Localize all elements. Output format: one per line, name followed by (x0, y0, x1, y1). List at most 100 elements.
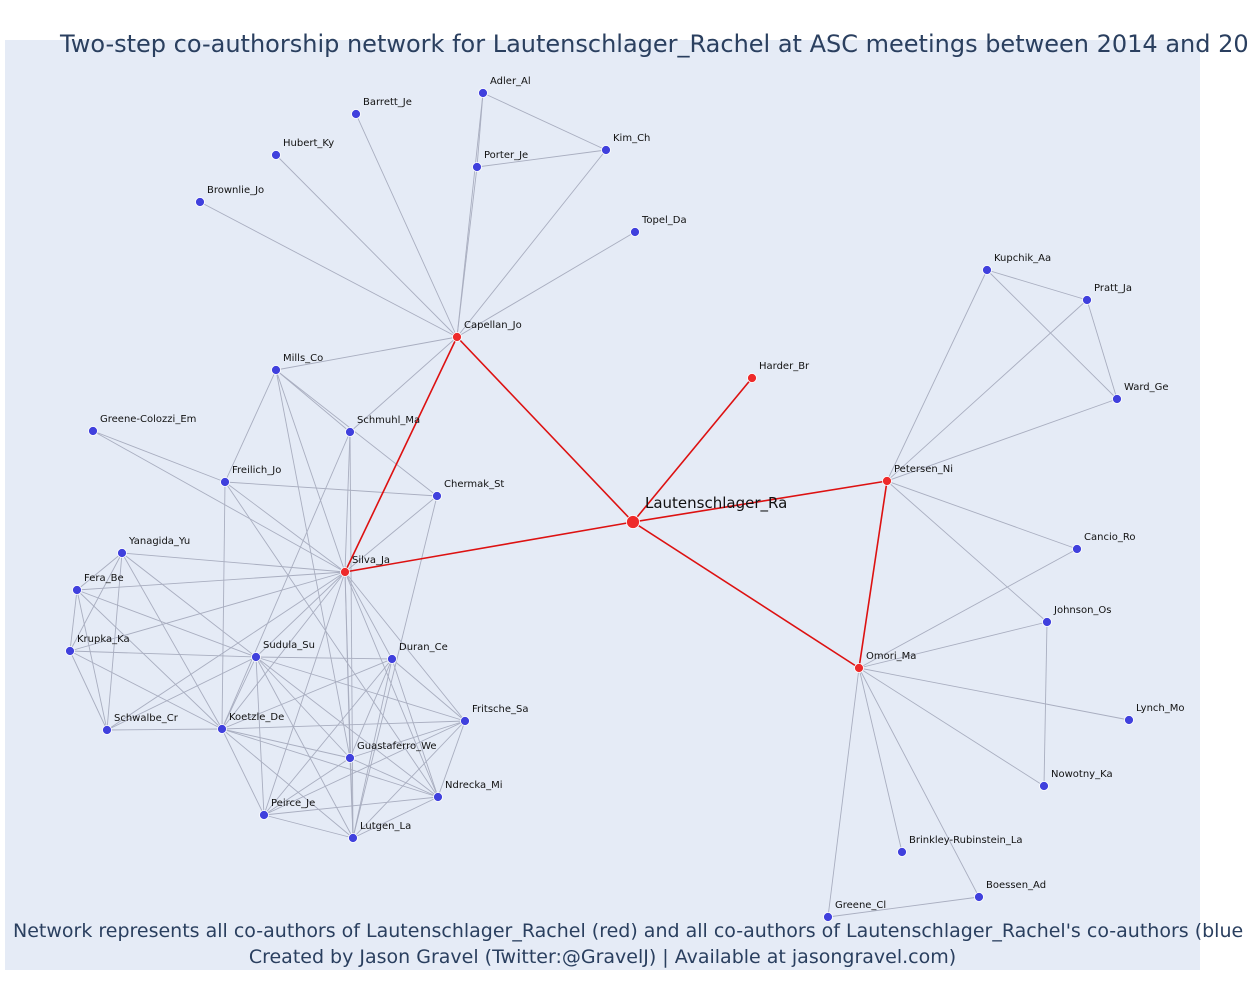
node-Kupchik_Aa[interactable] (982, 265, 992, 275)
edge-Capellan_Jo-Silva_Ja (344, 336, 458, 573)
node-Pratt_Ja[interactable] (1082, 295, 1092, 305)
edge-Silva_Ja-Duran_Ce (344, 571, 393, 660)
node-Hubert_Ky[interactable] (271, 150, 281, 160)
edge-Omori_Ma-Johnson_Os (858, 621, 1048, 669)
node-Johnson_Os[interactable] (1042, 617, 1052, 627)
node-Harder_Br[interactable] (747, 373, 757, 383)
node-Capellan_Jo[interactable] (452, 332, 462, 342)
edge-Silva_Ja-Ndrecka_Mi (344, 571, 439, 798)
edge-Kupchik_Aa-Ward_Ge (986, 269, 1118, 400)
label-Ndrecka_Mi: Ndrecka_Mi (445, 780, 503, 791)
network-graph: Lautenschlager_RaCapellan_JoHarder_BrPet… (65, 76, 1185, 922)
label-Kupchik_Aa: Kupchik_Aa (994, 253, 1051, 264)
node-Kim_Ch[interactable] (601, 145, 611, 155)
edge-Capellan_Jo-Hubert_Ky (275, 154, 458, 338)
label-Harder_Br: Harder_Br (759, 361, 810, 372)
edge-Guastaferro_We-Peirce_Je (263, 757, 351, 816)
node-Peirce_Je[interactable] (259, 810, 269, 820)
plot-area (5, 40, 1200, 970)
edge-Lautenschlager_Ra-Harder_Br (632, 377, 753, 523)
label-Porter_Je: Porter_Je (484, 150, 528, 161)
label-Barrett_Je: Barrett_Je (363, 97, 412, 108)
edge-Lautenschlager_Ra-Petersen_Ni (632, 480, 888, 523)
edge-Greene_Cl-Boessen_Ad (827, 896, 980, 918)
edge-Porter_Je-Kim_Ch (476, 149, 607, 168)
node-Guastaferro_We[interactable] (345, 753, 355, 763)
node-Koetzle_De[interactable] (217, 724, 227, 734)
edge-Fritsche_Sa-Lutgen_La (352, 720, 466, 839)
node-Schwalbe_Cr[interactable] (102, 725, 112, 735)
edge-Petersen_Ni-Johnson_Os (886, 480, 1048, 623)
node-Freilich_Jo[interactable] (220, 477, 230, 487)
node-Ward_Ge[interactable] (1112, 394, 1122, 404)
edge-Krupka_Ka-Koetzle_De (69, 650, 223, 730)
edge-Lautenschlager_Ra-Silva_Ja (344, 521, 634, 573)
edge-Schmuhl_Ma-Silva_Ja (344, 431, 351, 573)
edge-Freilich_Jo-Koetzle_De (221, 481, 226, 730)
label-Mills_Co: Mills_Co (283, 353, 323, 364)
caption-line-1: Network represents all co-authors of Lau… (13, 920, 1244, 942)
chart-title: Two-step co-authorship network for Laute… (60, 30, 1249, 58)
edge-Chermak_St-Silva_Ja (344, 495, 438, 573)
edge-Duran_Ce-Ndrecka_Mi (391, 658, 439, 798)
edge-Peirce_Je-Lutgen_La (263, 814, 354, 839)
label-Peirce_Je: Peirce_Je (271, 798, 315, 809)
node-Brinkley-Rubinstein_La[interactable] (897, 847, 907, 857)
edge-Capellan_Jo-Schmuhl_Ma (349, 336, 458, 433)
edge-Capellan_Jo-Mills_Co (275, 336, 458, 371)
edge-Ndrecka_Mi-Lutgen_La (352, 796, 439, 839)
label-Petersen_Ni: Petersen_Ni (894, 464, 953, 475)
node-Greene_Cl[interactable] (823, 912, 833, 922)
node-Mills_Co[interactable] (271, 365, 281, 375)
label-Silva_Ja: Silva_Ja (352, 555, 390, 566)
edge-Omori_Ma-Cancio_Ro (858, 548, 1078, 669)
red-edges (344, 336, 888, 669)
node-Greene-Colozzi_Em[interactable] (88, 426, 98, 436)
node-Cancio_Ro[interactable] (1072, 544, 1082, 554)
label-Nowotny_Ka: Nowotny_Ka (1051, 769, 1113, 780)
node-Nowotny_Ka[interactable] (1039, 781, 1049, 791)
edge-Sudula_Su-Koetzle_De (221, 656, 257, 730)
label-Koetzle_De: Koetzle_De (229, 712, 284, 723)
edge-Omori_Ma-Nowotny_Ka (858, 667, 1045, 787)
edge-Yanagida_Yu-Fera_Be (76, 552, 123, 591)
node-Topel_Da[interactable] (630, 227, 640, 237)
node-Adler_Al[interactable] (478, 88, 488, 98)
node-Schmuhl_Ma[interactable] (345, 427, 355, 437)
node-Lutgen_La[interactable] (348, 833, 358, 843)
edge-Omori_Ma-Greene_Cl (827, 667, 860, 918)
node-Duran_Ce[interactable] (387, 654, 397, 664)
edge-Silva_Ja-Koetzle_De (221, 571, 346, 730)
node-Silva_Ja[interactable] (340, 567, 350, 577)
edge-Capellan_Jo-Barrett_Je (355, 113, 458, 338)
node-Petersen_Ni[interactable] (882, 476, 892, 486)
edge-Fera_Be-Koetzle_De (76, 589, 223, 730)
label-Greene-Colozzi_Em: Greene-Colozzi_Em (100, 414, 196, 425)
edge-Fritsche_Sa-Guastaferro_We (349, 720, 466, 759)
node-Boessen_Ad[interactable] (974, 892, 984, 902)
node-Brownlie_Jo[interactable] (195, 197, 205, 207)
node-Lynch_Mo[interactable] (1124, 715, 1134, 725)
node-Yanagida_Yu[interactable] (117, 548, 127, 558)
node-Krupka_Ka[interactable] (65, 646, 75, 656)
node-Porter_Je[interactable] (472, 162, 482, 172)
node-Fritsche_Sa[interactable] (460, 716, 470, 726)
node-Lautenschlager_Ra[interactable] (626, 515, 640, 529)
node-Chermak_St[interactable] (432, 491, 442, 501)
label-Freilich_Jo: Freilich_Jo (232, 465, 281, 476)
edge-Silva_Ja-Peirce_Je (263, 571, 346, 816)
node-Sudula_Su[interactable] (251, 652, 261, 662)
label-Greene_Cl: Greene_Cl (835, 900, 886, 911)
label-Boessen_Ad: Boessen_Ad (986, 880, 1046, 891)
node-Barrett_Je[interactable] (351, 109, 361, 119)
edge-Silva_Ja-Krupka_Ka (69, 571, 346, 652)
label-Chermak_St: Chermak_St (444, 479, 504, 490)
label-Hubert_Ky: Hubert_Ky (283, 138, 334, 149)
edge-Ndrecka_Mi-Peirce_Je (263, 796, 439, 816)
edge-Petersen_Ni-Kupchik_Aa (886, 269, 988, 482)
node-Fera_Be[interactable] (72, 585, 82, 595)
node-Omori_Ma[interactable] (854, 663, 864, 673)
label-Sudula_Su: Sudula_Su (263, 640, 315, 651)
edge-Mills_Co-Schmuhl_Ma (275, 369, 351, 433)
node-Ndrecka_Mi[interactable] (433, 792, 443, 802)
